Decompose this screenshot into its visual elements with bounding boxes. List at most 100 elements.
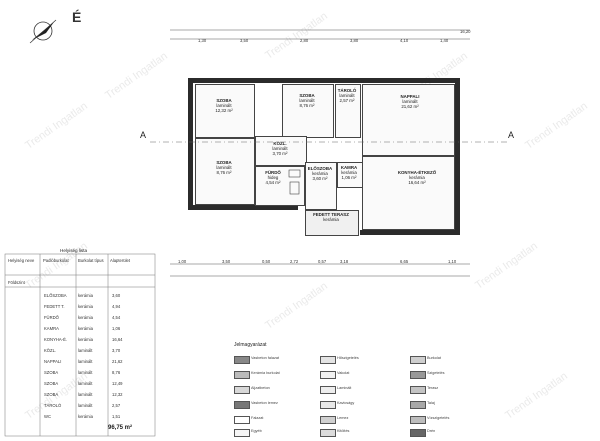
- room-bedroom-3[interactable]: [195, 138, 255, 205]
- north-label: É: [72, 9, 82, 25]
- room-area: 8,76 m²: [216, 170, 232, 175]
- wall-outer: [188, 78, 460, 83]
- room-pantry[interactable]: [337, 162, 363, 188]
- legend-swatch: [410, 429, 426, 437]
- room-bedroom-2[interactable]: [282, 84, 334, 138]
- table-cell: laminált: [78, 403, 93, 408]
- table-cell: 4,54: [112, 315, 121, 320]
- legend-swatch: [320, 386, 336, 394]
- room-area: 8,76 m²: [299, 103, 315, 108]
- legend-swatch: [320, 401, 336, 409]
- legend-swatch: [234, 356, 250, 364]
- table-cell: 21,62: [112, 359, 123, 364]
- table-header: Helyiség neve: [8, 258, 35, 263]
- legend-label: Drén: [427, 429, 436, 433]
- legend-item: Falazat: [234, 415, 312, 424]
- wall-outer: [188, 78, 193, 209]
- legend-label: Kavicságy: [337, 401, 355, 405]
- room-name: KONYHA-ÉTKEZŐ: [397, 170, 437, 175]
- room-living[interactable]: [362, 84, 455, 156]
- room-hallway[interactable]: [255, 136, 307, 166]
- legend-swatch: [234, 386, 250, 394]
- dim-top-2: 2,80: [300, 38, 309, 43]
- room-storage[interactable]: [335, 84, 361, 138]
- table-row: SZOBA: [44, 370, 59, 375]
- room-bathroom[interactable]: [255, 166, 305, 206]
- room-name: FÜRDŐ: [265, 170, 281, 175]
- legend-swatch: [234, 416, 250, 424]
- legend-swatch: [410, 356, 426, 364]
- legend-item: Vízszigetelés: [410, 415, 488, 424]
- legend-item: Vasbeton falazat: [234, 355, 312, 364]
- room-name: ELŐSZOBA: [307, 166, 333, 171]
- room-entrance[interactable]: [305, 162, 337, 210]
- legend-swatch: [320, 371, 336, 379]
- room-covered-terrace[interactable]: [305, 210, 359, 236]
- table-cell: kerámia: [78, 326, 93, 331]
- compass-icon: [29, 19, 57, 44]
- table-row: KÖZL.: [44, 348, 57, 353]
- legend-item: Kitöltés: [320, 428, 398, 437]
- table-row: ELŐSZOBA: [44, 293, 67, 298]
- section-marker-right: A: [508, 130, 515, 140]
- dim-bottom-5: 3,18: [340, 259, 349, 264]
- legend-label: Terasz: [427, 386, 439, 390]
- dim-bottom-1: 3,50: [222, 259, 231, 264]
- dim-top-5: 1,40: [440, 38, 449, 43]
- table-row: TÁROLÓ: [44, 403, 62, 408]
- room-name: SZOBA: [299, 93, 315, 98]
- room-name: NAPPALI: [400, 94, 420, 99]
- legend-label: Aljzatbeton: [251, 386, 270, 390]
- legend-label: Szigetelés: [427, 371, 445, 375]
- table-group: Földszint: [8, 280, 25, 285]
- legend-label: Laminált: [337, 386, 352, 390]
- legend-item: Vakolat: [320, 370, 398, 379]
- table-row: NAPPALI: [44, 359, 62, 364]
- table-row: SZOBA: [44, 381, 59, 386]
- dim-bottom-3: 2,72: [290, 259, 299, 264]
- table-cell: 1,06: [112, 326, 121, 331]
- room-bedroom-1[interactable]: [195, 84, 255, 138]
- room-kitchen[interactable]: [362, 156, 455, 230]
- dim-top-0: 1,30: [198, 38, 207, 43]
- legend-swatch: [410, 401, 426, 409]
- section-marker-left: A: [140, 130, 147, 140]
- table-cell: kerámia: [78, 315, 93, 320]
- legend-swatch: [410, 371, 426, 379]
- dim-top-3: 3,80: [350, 38, 359, 43]
- table-cell: laminált: [78, 392, 93, 397]
- legend-item: Szigetelés: [410, 370, 488, 379]
- wall-outer: [455, 78, 460, 234]
- room-area: 1,06 m²: [341, 175, 357, 180]
- table-cell: 4,94: [112, 304, 121, 309]
- legend-item: Kavicságy: [320, 400, 398, 409]
- room-name: KÖZL.: [273, 141, 287, 146]
- legend-label: Talaj: [427, 401, 435, 405]
- room-name: SZOBA: [216, 98, 232, 103]
- table-cell: laminált: [78, 348, 93, 353]
- room-area: 16,64 m²: [408, 180, 426, 185]
- room-floor: laminált: [402, 99, 418, 104]
- table-row: KAMRA: [44, 326, 59, 331]
- legend-swatch: [320, 356, 336, 364]
- table-header: Burkolat típus: [78, 258, 104, 263]
- legend-label: Vakolat: [337, 371, 350, 375]
- watermark: Trendi Ingatlan: [23, 100, 90, 152]
- room-area: 21,62 m²: [401, 104, 419, 109]
- table-cell: 1,51: [112, 414, 121, 419]
- legend-swatch: [410, 386, 426, 394]
- table-cell: 12,49: [112, 381, 123, 386]
- dim-top-4: 4,10: [400, 38, 409, 43]
- legend-label: Lemez: [337, 416, 349, 420]
- legend-item: Terasz: [410, 385, 488, 394]
- legend-swatch: [320, 416, 336, 424]
- room-name: KAMRA: [340, 165, 358, 170]
- room-floor: kerámia: [312, 171, 328, 176]
